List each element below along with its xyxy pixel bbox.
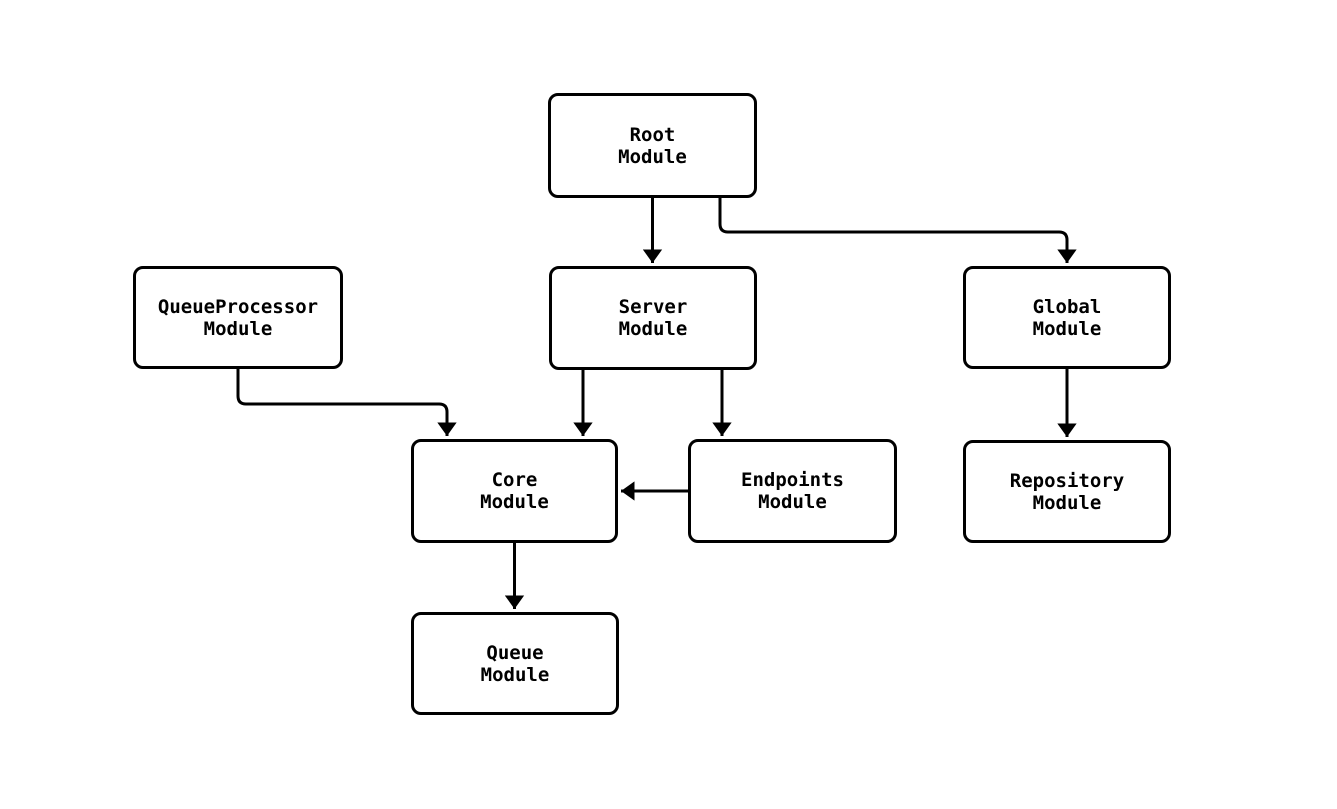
node-endpoints-module: Endpoints Module: [688, 439, 897, 543]
node-endpoints-module-label: Endpoints Module: [741, 469, 844, 513]
node-global-module: Global Module: [963, 266, 1171, 369]
node-global-module-label: Global Module: [1032, 295, 1102, 340]
node-core-module-label: Core Module: [480, 469, 549, 513]
node-server-module: Server Module: [549, 266, 757, 370]
node-repository-module-label: Repository Module: [1009, 469, 1125, 514]
node-queueprocessor-module-label: QueueProcessor Module: [157, 295, 319, 340]
node-queueprocessor-module: QueueProcessor Module: [133, 266, 343, 369]
node-queue-module-label: Queue Module: [480, 641, 550, 686]
node-root-module-label: Root Module: [618, 123, 687, 168]
node-server-module-label: Server Module: [618, 296, 688, 340]
edge-queueprocessor-to-core: [236, 369, 457, 436]
node-root-module: Root Module: [548, 93, 757, 198]
node-core-module: Core Module: [411, 439, 618, 543]
edge-root-to-global: [718, 198, 1077, 263]
node-queue-module: Queue Module: [411, 612, 619, 715]
node-repository-module: Repository Module: [963, 440, 1171, 543]
